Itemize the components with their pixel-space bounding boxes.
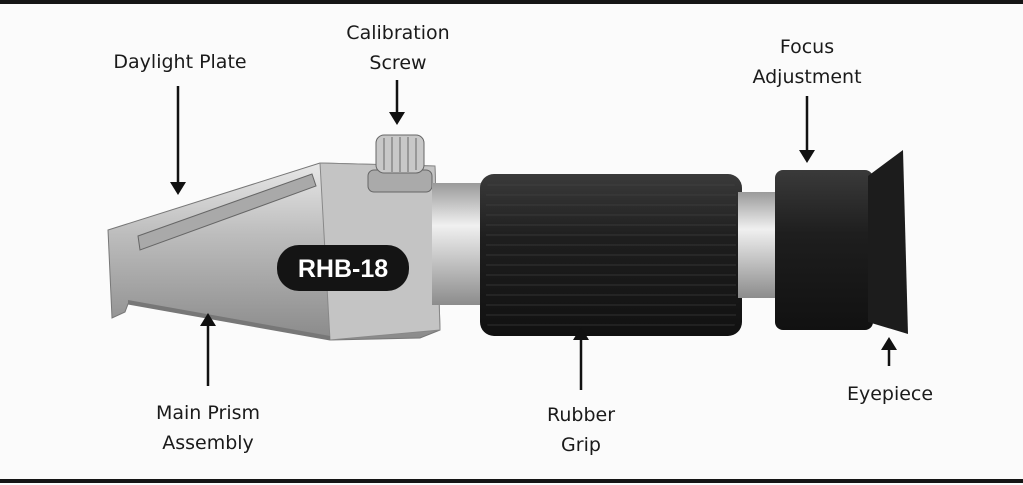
label-line: Calibration <box>346 22 450 44</box>
bottom-border <box>0 479 1023 483</box>
eyepiece <box>868 150 908 334</box>
label-calibration-screw: Calibration Screw <box>346 18 449 78</box>
top-border <box>0 0 1023 4</box>
focus-adjustment-ring <box>775 170 873 330</box>
label-line: Focus <box>779 36 835 58</box>
rubber-grip <box>480 174 742 336</box>
label-line: Screw <box>369 52 427 74</box>
label-line: Grip <box>561 434 601 456</box>
label-eyepiece: Eyepiece <box>846 383 934 405</box>
model-badge: RHB-18 <box>298 255 388 283</box>
label-focus-adjustment: Focus Adjustment <box>752 32 861 92</box>
label-rubber-grip: Rubber Grip <box>547 400 615 460</box>
label-line: Rubber <box>546 404 616 426</box>
label-line: Adjustment <box>752 66 862 88</box>
label-line: Assembly <box>162 432 254 454</box>
calibration-screw <box>367 134 433 193</box>
label-daylight-plate: Daylight Plate <box>113 51 247 73</box>
label-main-prism-assembly: Main Prism Assembly <box>156 398 260 458</box>
label-line: Main Prism <box>155 402 261 424</box>
model-badge-bg <box>277 245 409 291</box>
focus-tube <box>738 192 782 298</box>
pointer-arrows <box>170 80 897 390</box>
daylight-plate <box>137 173 317 251</box>
